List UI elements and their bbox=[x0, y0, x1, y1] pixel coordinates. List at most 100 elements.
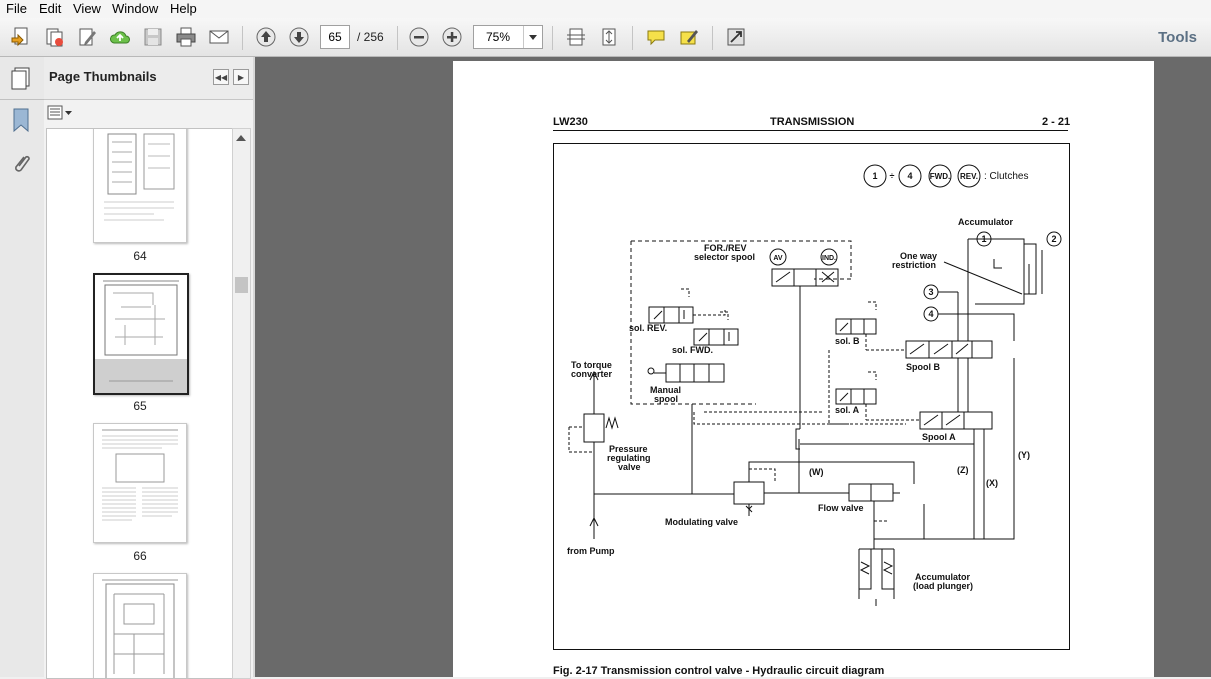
legend-rev: REV. bbox=[960, 172, 978, 181]
menu-view[interactable]: View bbox=[73, 1, 101, 16]
forrev-spool bbox=[771, 268, 839, 287]
fit-width-icon[interactable] bbox=[563, 24, 589, 50]
label-sol-a: sol. A bbox=[835, 405, 860, 415]
label-n4: 4 bbox=[928, 309, 933, 319]
av-circle bbox=[769, 248, 787, 266]
previous-page-icon[interactable] bbox=[253, 24, 279, 50]
navigation-pane bbox=[0, 57, 45, 677]
sol-rev-valve bbox=[648, 306, 694, 324]
legend-circle-rev bbox=[957, 164, 981, 188]
label-sol-b: sol. B bbox=[835, 336, 860, 346]
label-restriction: restriction bbox=[892, 260, 936, 270]
edit-document-icon[interactable] bbox=[74, 24, 100, 50]
label-regulating: regulating bbox=[607, 453, 651, 463]
thumbnail-page-64[interactable] bbox=[93, 129, 187, 243]
sol-b-valve bbox=[835, 318, 877, 335]
attachments-icon[interactable] bbox=[10, 151, 32, 177]
scroll-up-icon[interactable] bbox=[236, 135, 246, 141]
toolbar-separator bbox=[712, 26, 713, 50]
header-rule bbox=[553, 130, 1068, 131]
menu-help[interactable]: Help bbox=[170, 1, 197, 16]
label-forrev: FOR./REV bbox=[704, 243, 747, 253]
save-icon[interactable] bbox=[140, 24, 166, 50]
toolbar-separator bbox=[632, 26, 633, 50]
thumbnail-label: 65 bbox=[133, 399, 147, 413]
label-w: (W) bbox=[809, 467, 824, 477]
thumbnail-options-icon[interactable] bbox=[46, 103, 76, 123]
expand-icon[interactable] bbox=[723, 24, 749, 50]
legend-fwd: FWD. bbox=[930, 172, 950, 181]
cloud-upload-icon[interactable] bbox=[107, 24, 133, 50]
label-n1: 1 bbox=[981, 234, 986, 244]
thumbnail-label: 66 bbox=[133, 549, 147, 563]
menu-edit[interactable]: Edit bbox=[39, 1, 62, 16]
highlight-icon[interactable] bbox=[676, 24, 702, 50]
label-from-pump: from Pump bbox=[567, 546, 615, 556]
sol-fwd-valve bbox=[693, 328, 739, 346]
menu-file[interactable]: File bbox=[6, 1, 27, 16]
sol-a-valve bbox=[835, 388, 877, 405]
print-icon[interactable] bbox=[173, 24, 199, 50]
spool-b bbox=[905, 340, 993, 359]
label-z: (Z) bbox=[957, 465, 969, 475]
legend-circle-4 bbox=[898, 164, 922, 188]
tools-button[interactable]: Tools bbox=[1158, 29, 1197, 46]
zoom-value: 75% bbox=[486, 30, 511, 44]
pressure-regulating-valve bbox=[583, 413, 605, 443]
combine-files-icon[interactable] bbox=[41, 24, 67, 50]
toolbar-separator bbox=[552, 26, 553, 50]
expand-panel-icon[interactable]: ▶ bbox=[233, 69, 249, 85]
label-manual: Manual bbox=[650, 385, 681, 395]
figure-caption: Fig. 2-17 Transmission control valve - H… bbox=[553, 665, 885, 677]
label-accumulator: Accumulator bbox=[958, 217, 1014, 227]
thumbnail-page-66[interactable] bbox=[93, 423, 187, 543]
menu-window[interactable]: Window bbox=[112, 1, 159, 16]
selector-enclosure bbox=[630, 240, 852, 405]
clutch-1-circle bbox=[976, 231, 992, 247]
page-thumbnails-icon[interactable] bbox=[8, 65, 34, 91]
label-valve: valve bbox=[618, 462, 641, 472]
panel-title: Page Thumbnails bbox=[49, 69, 157, 84]
header-center: TRANSMISSION bbox=[770, 116, 855, 128]
label-n3: 3 bbox=[928, 287, 933, 297]
label-spool: spool bbox=[654, 394, 678, 404]
scrollbar-thumb[interactable] bbox=[235, 277, 248, 293]
collapse-panel-icon[interactable]: ◀◀ bbox=[213, 69, 229, 85]
thumbnail-scrollbar[interactable] bbox=[232, 128, 251, 679]
zoom-in-icon[interactable] bbox=[439, 24, 465, 50]
create-pdf-icon[interactable] bbox=[8, 24, 34, 50]
label-x: (X) bbox=[986, 478, 998, 488]
label-spool-b: Spool B bbox=[906, 362, 940, 372]
next-page-icon[interactable] bbox=[286, 24, 312, 50]
label-selector-spool: selector spool bbox=[694, 252, 755, 262]
thumbnail-page-67[interactable] bbox=[93, 573, 187, 678]
fit-page-icon[interactable] bbox=[596, 24, 622, 50]
spool-a bbox=[919, 411, 993, 430]
modulating-valve bbox=[733, 481, 765, 505]
label-modulating: Modulating valve bbox=[665, 517, 738, 527]
comment-icon[interactable] bbox=[643, 24, 669, 50]
document-viewer[interactable]: LW230 TRANSMISSION 2 - 21 bbox=[255, 57, 1211, 677]
legend-1: 1 bbox=[872, 171, 877, 181]
page-number-input[interactable]: 65 bbox=[320, 25, 350, 49]
zoom-out-icon[interactable] bbox=[406, 24, 432, 50]
header-left: LW230 bbox=[553, 116, 588, 128]
thumbnail-page-65[interactable] bbox=[93, 273, 189, 395]
zoom-select[interactable]: 75% bbox=[473, 25, 543, 49]
chevron-down-icon[interactable] bbox=[523, 26, 542, 48]
bookmarks-icon[interactable] bbox=[10, 107, 32, 133]
email-icon[interactable] bbox=[206, 24, 232, 50]
label-converter: converter bbox=[571, 369, 613, 379]
thumbnail-label: 64 bbox=[133, 249, 147, 263]
legend-circle-fwd bbox=[928, 164, 952, 188]
menu-bar: File Edit View Window Help bbox=[0, 0, 1211, 18]
thumbnail-list[interactable]: 64 65 66 bbox=[46, 128, 234, 679]
label-av: AV bbox=[773, 255, 783, 262]
label-y: (Y) bbox=[1018, 450, 1030, 460]
thumbnail-panel: Page Thumbnails ◀◀ ▶ 64 bbox=[44, 57, 254, 679]
panel-splitter[interactable] bbox=[253, 57, 255, 677]
toolbar: 65 / 256 75% Tools bbox=[0, 18, 1211, 57]
label-load-plunger: (load plunger) bbox=[913, 581, 973, 591]
label-to-torque: To torque bbox=[571, 360, 612, 370]
label-flow: Flow valve bbox=[818, 503, 864, 513]
